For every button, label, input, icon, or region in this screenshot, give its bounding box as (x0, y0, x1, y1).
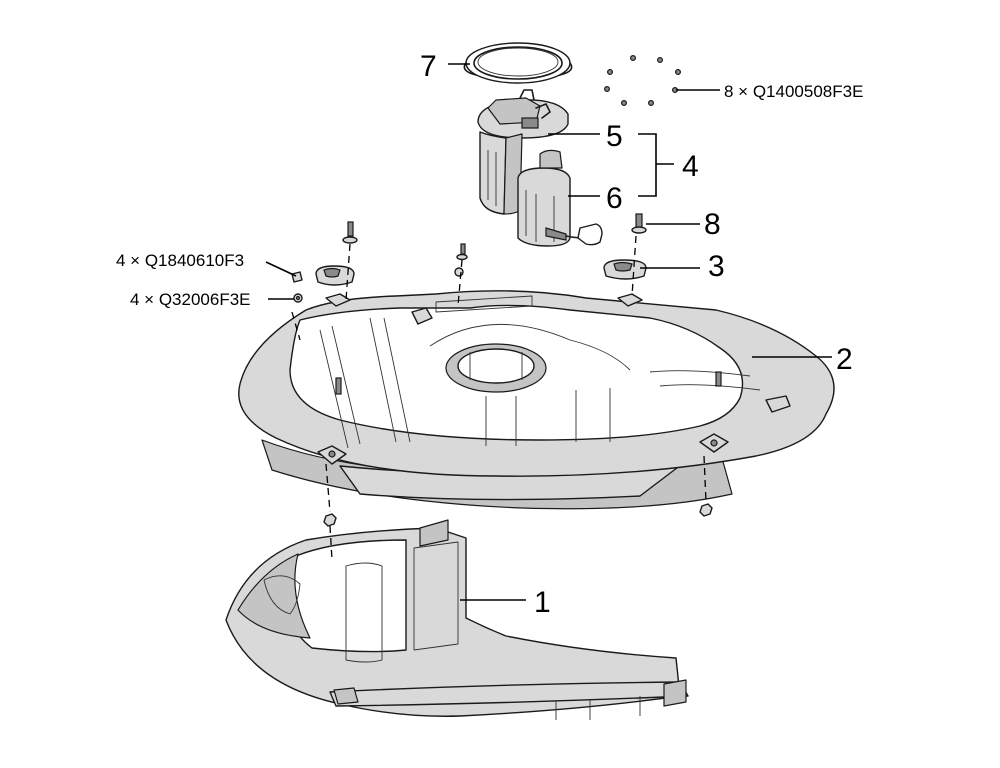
part-number-nuts: 4 × Q32006F3E (130, 290, 251, 309)
callout-8: 8 (704, 208, 721, 241)
part-6-pump-reservoir (517, 149, 571, 247)
part-1-heat-shield (225, 519, 689, 720)
part-8-screw-set (603, 54, 681, 106)
fastener-nut-bottom-left (323, 513, 337, 527)
part-4-fuel-pump-module (477, 89, 603, 247)
fastener-nut-center (454, 267, 464, 277)
q32006f3e-nut (293, 293, 303, 303)
part-3-pad-bracket (603, 259, 647, 280)
part-8-bolt (631, 213, 647, 234)
fastener-bolt-center (456, 243, 468, 261)
callout-labels: 7 5 4 6 8 3 2 1 (420, 50, 853, 619)
part-number-labels: 8 × Q1400508F3E 4 × Q1840610F3 4 × Q3200… (116, 82, 863, 309)
fastener-bolt-left (342, 221, 358, 244)
callout-2: 2 (836, 343, 853, 376)
callout-7: 7 (420, 50, 437, 83)
part-number-screws: 8 × Q1400508F3E (724, 82, 863, 101)
part-7-seal-ring (463, 42, 573, 84)
leader-lines (265, 63, 832, 601)
q1840610f3-bolt (291, 271, 303, 283)
fastener-nut-bottom-right (699, 503, 713, 517)
callout-3: 3 (708, 250, 725, 283)
callout-4: 4 (682, 150, 699, 183)
part-5-pump-flange (477, 89, 569, 139)
part-number-bolts: 4 × Q1840610F3 (116, 251, 244, 270)
callout-5: 5 (606, 120, 623, 153)
part-3-pad-bracket-left (315, 265, 355, 286)
assembly-lines (291, 235, 707, 561)
callout-1: 1 (534, 586, 551, 619)
callout-6: 6 (606, 182, 623, 215)
part-2-fuel-tank (238, 290, 835, 510)
